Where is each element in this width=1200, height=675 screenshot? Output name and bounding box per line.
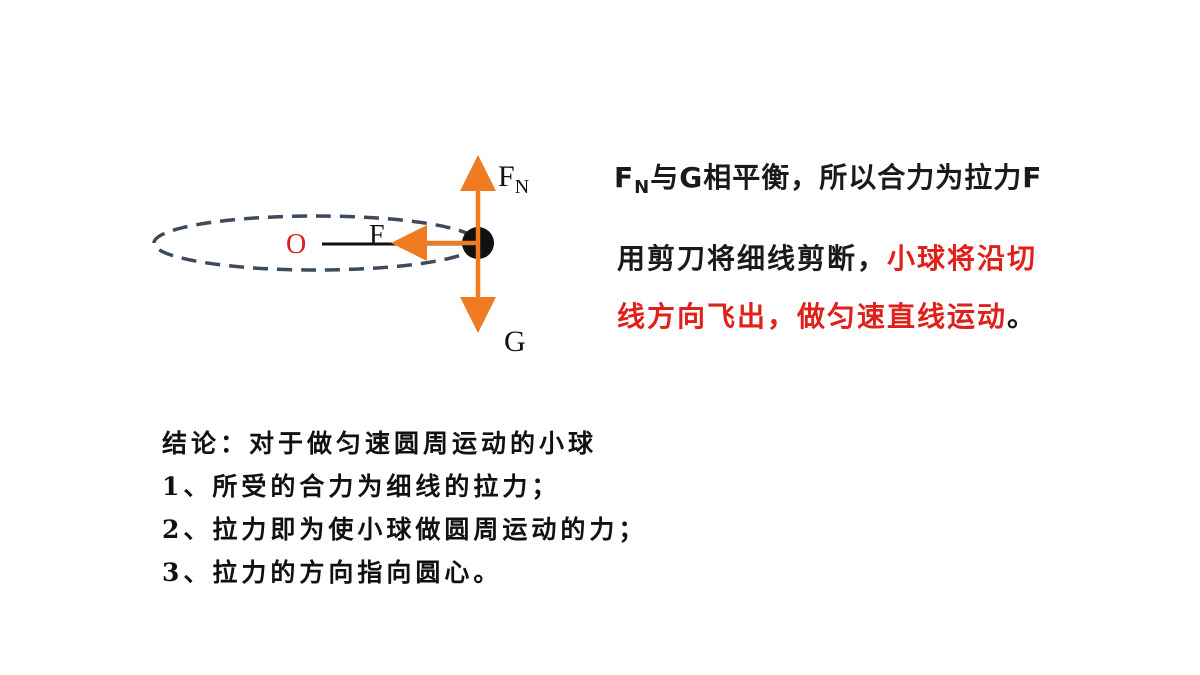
cut-line2-black: 。 xyxy=(1007,300,1038,333)
balance-statement: FN与G相平衡，所以合力为拉力F xyxy=(614,156,1042,210)
tension-label: F xyxy=(369,220,385,251)
cut-line1-red: 小球将沿切 xyxy=(887,242,1038,275)
cut-string-statement: 用剪刀将细线剪断，小球将沿切 线方向飞出，做匀速直线运动。 xyxy=(617,230,1037,346)
cut-statement-line-1: 用剪刀将细线剪断，小球将沿切 xyxy=(617,230,1037,288)
center-label: O xyxy=(286,229,306,260)
normal-force-label-sub: N xyxy=(515,176,529,198)
balance-part-b: 与G相平衡，所以合力为拉力F xyxy=(650,161,1043,194)
conclusion-item-3: 3、拉力的方向指向圆心。 xyxy=(162,558,503,587)
conclusion-item-2: 2、拉力即为使小球做圆周运动的力； xyxy=(162,515,648,544)
balance-subscript: N xyxy=(634,177,651,198)
cut-line1-black: 用剪刀将细线剪断， xyxy=(617,242,888,275)
cut-statement-line-2: 线方向飞出，做匀速直线运动。 xyxy=(617,288,1037,346)
conclusion-title: 结论：对于做匀速圆周运动的小球 xyxy=(162,429,598,458)
balance-part-a: F xyxy=(614,161,635,194)
normal-force-label: FN xyxy=(498,160,529,198)
conclusion-item-1: 1、所受的合力为细线的拉力； xyxy=(162,472,561,501)
conclusion-block: 结论：对于做匀速圆周运动的小球 1、所受的合力为细线的拉力； 2、拉力即为使小球… xyxy=(162,422,647,594)
cut-line2-red: 线方向飞出，做匀速直线运动 xyxy=(617,300,1008,333)
gravity-label: G xyxy=(504,325,526,358)
normal-force-label-main: F xyxy=(498,160,515,193)
